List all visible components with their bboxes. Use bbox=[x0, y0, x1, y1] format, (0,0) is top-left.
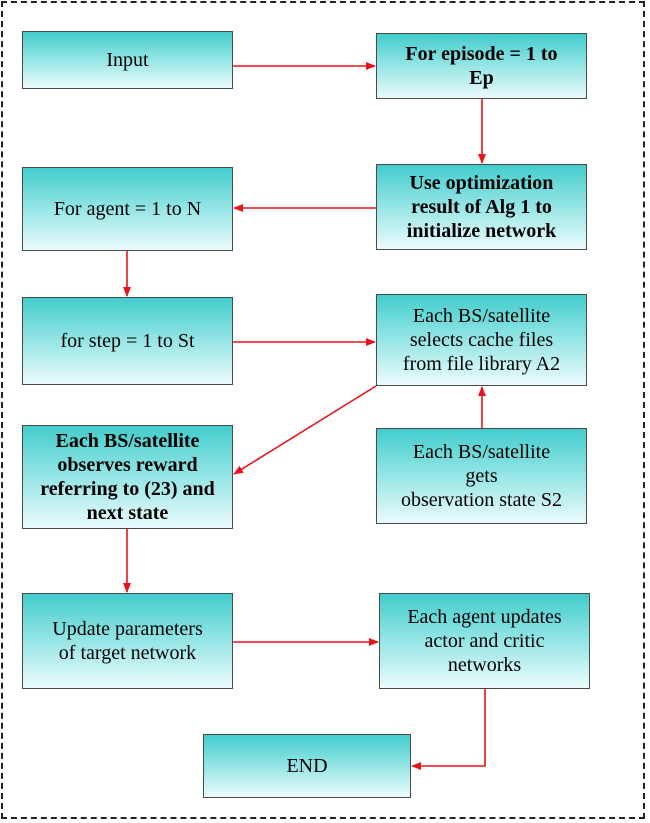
for-agent-box: For agent = 1 to N bbox=[22, 167, 233, 251]
update-parameters-box: Update parameters of target network bbox=[22, 593, 233, 689]
input-box: Input bbox=[22, 31, 233, 89]
arrow-cache-to-observe bbox=[233, 385, 377, 475]
arrow-agent-updates-to-end bbox=[411, 689, 486, 770]
agent-updates-box: Each agent updates actor and critic netw… bbox=[379, 593, 590, 689]
selects-cache-box: Each BS/satellite selects cache files fr… bbox=[376, 294, 587, 386]
gets-observation-box: Each BS/satellite gets observation state… bbox=[376, 428, 587, 524]
for-step-box: for step = 1 to St bbox=[22, 297, 233, 385]
end-box: END bbox=[203, 734, 411, 798]
use-optimization-box: Use optimization result of Alg 1 to init… bbox=[376, 164, 587, 250]
for-episode-box: For episode = 1 to Ep bbox=[376, 33, 587, 99]
observes-reward-box: Each BS/satellite observes reward referr… bbox=[22, 425, 233, 529]
